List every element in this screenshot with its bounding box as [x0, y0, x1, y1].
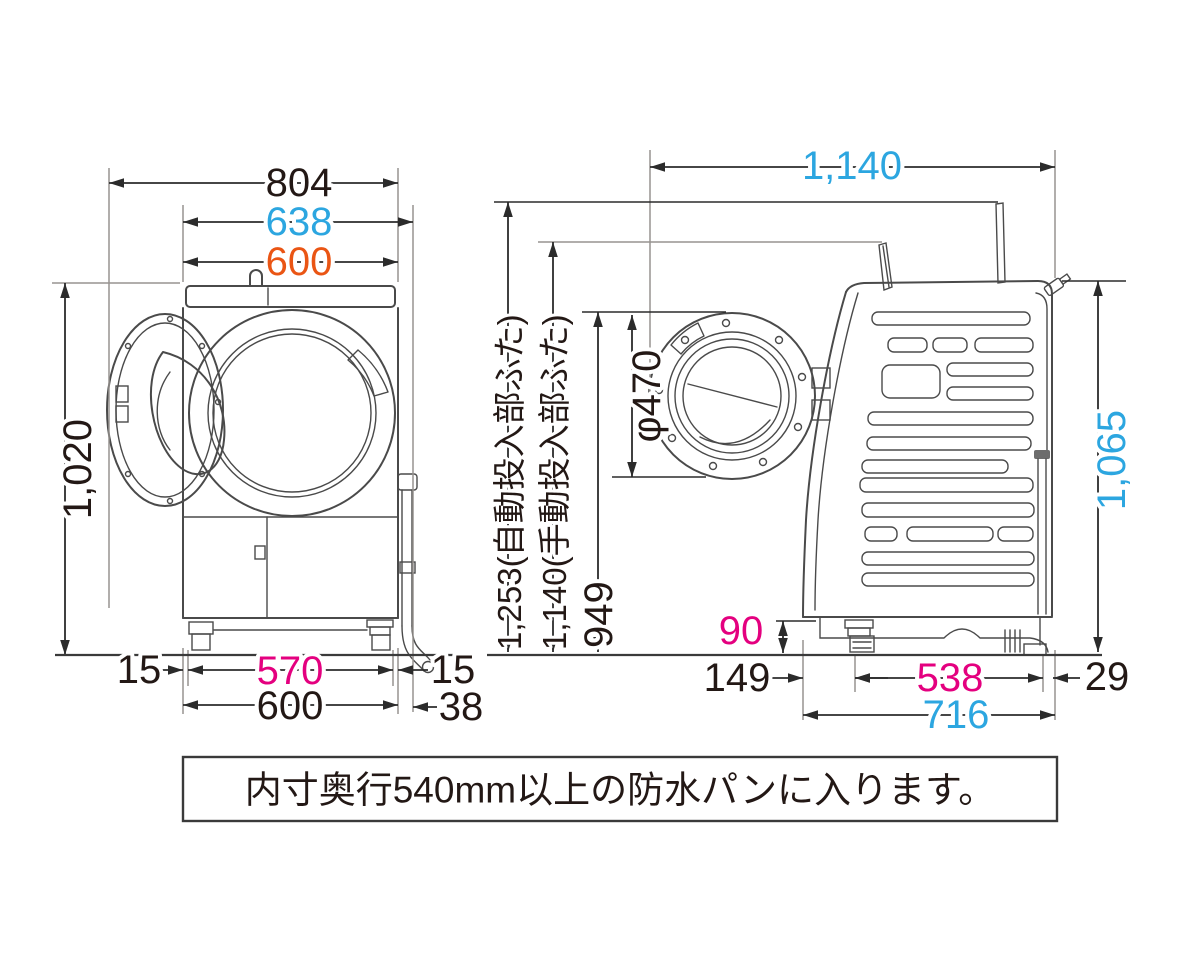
- leader-lines: [494, 201, 1126, 622]
- door-latch: [115, 385, 129, 403]
- door-hinge: [811, 367, 831, 389]
- open-door-side: [648, 312, 831, 480]
- note-box: 内寸奥行540mm以上の防水パンに入ります。: [181, 755, 1059, 823]
- side-rear-offset-label: 29: [1085, 655, 1130, 699]
- side-view-drawing: [648, 202, 1072, 656]
- side-base-height-label: 90: [719, 609, 764, 653]
- side-base: [819, 616, 1049, 656]
- front-width-total-label: 804: [266, 161, 333, 205]
- side-body-height-label: 1,065: [1090, 410, 1134, 510]
- manual-dispenser-lid: [878, 242, 893, 291]
- vent-slots: [859, 311, 1035, 587]
- front-view-drawing: [106, 269, 435, 674]
- front-feet: [188, 619, 394, 651]
- dimension-labels: 804 638 600 1,020 15 570 15 600 38 1,140…: [52, 140, 1138, 741]
- front-hose-offset-label: 38: [439, 685, 484, 729]
- side-door-diameter-label: φ470: [625, 350, 669, 443]
- side-manual-lid-height-label: 1,140(手動投入部ふた): [536, 314, 573, 650]
- front-width-hose-label: 638: [266, 200, 333, 244]
- side-front-offset-label: 149: [704, 656, 771, 700]
- open-door-front: [106, 313, 226, 507]
- auto-dispenser-lid: [995, 202, 1006, 284]
- front-gap-left-label: 15: [117, 648, 162, 692]
- note-text: 内寸奥行540mm以上の防水パンに入ります。: [245, 770, 996, 811]
- side-depth-total-label: 1,140: [802, 144, 902, 188]
- front-body-width-bottom-label: 600: [257, 684, 324, 728]
- front-gap-right-label: 15: [431, 648, 476, 692]
- extension-lines: [52, 150, 1056, 720]
- dimension-lines: [60, 162, 1103, 720]
- top-knob: [249, 269, 263, 287]
- door-glass: [150, 351, 226, 476]
- front-feet-span-label: 570: [257, 649, 324, 693]
- water-inlet: [1043, 273, 1072, 297]
- side-door-top-height-label: 949: [577, 581, 621, 648]
- side-anchor-span-label: 538: [917, 656, 984, 700]
- side-auto-lid-height-label: 1,253(自動投入部ふた): [491, 314, 528, 650]
- front-body-width-label: 600: [266, 240, 333, 284]
- side-base-depth-label: 716: [923, 693, 990, 737]
- drum-opening: [188, 309, 396, 517]
- front-height-label: 1,020: [56, 419, 100, 519]
- drain-hose-front: [397, 473, 435, 674]
